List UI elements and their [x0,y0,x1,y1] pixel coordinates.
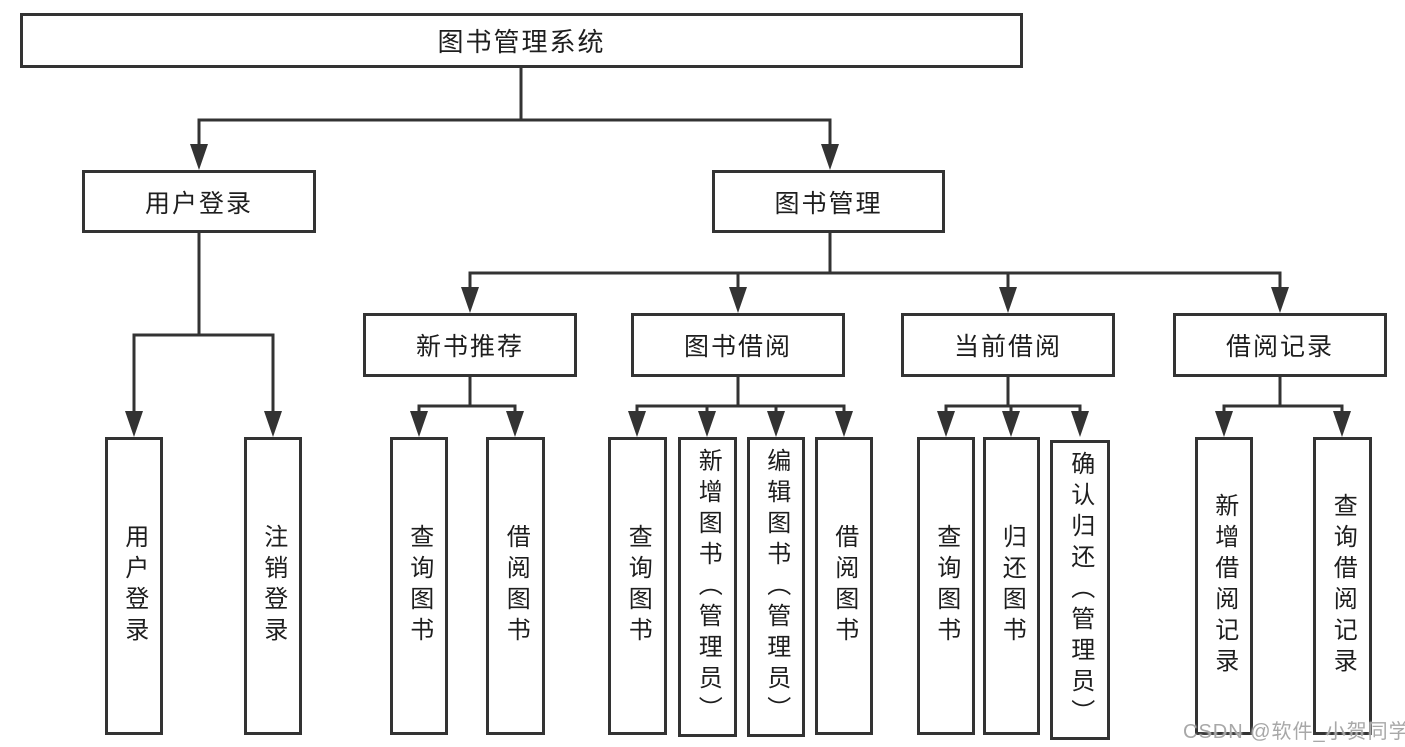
node-label: 查询图书 [624,524,652,648]
node-borrow-records: 借阅记录 [1173,313,1387,377]
node-label: 注销登录 [259,524,287,648]
leaf-confirm-return-admin: 确认归还（管理员） [1050,440,1110,740]
node-label: 新增借阅记录 [1210,493,1238,679]
node-new-book-recommend: 新书推荐 [363,313,577,377]
node-label: 借阅图书 [830,524,858,648]
node-label: 编辑图书（管理员） [762,447,790,727]
node-label: 当前借阅 [953,333,1062,361]
leaf-logout: 注销登录 [244,437,302,735]
leaf-query-books-borrowing: 查询图书 [608,437,667,735]
node-label: 确认归还（管理员） [1066,450,1094,730]
leaf-edit-book-admin: 编辑图书（管理员） [747,437,805,737]
node-label: 借阅记录 [1225,333,1334,361]
node-label: 查询借阅记录 [1329,493,1357,679]
node-label: 用户登录 [120,524,148,648]
node-book-management: 图书管理 [712,170,945,233]
node-label: 图书管理 [774,189,883,218]
node-book-borrowing: 图书借阅 [631,313,845,377]
leaf-query-borrow-record: 查询借阅记录 [1313,437,1372,735]
leaf-query-books-recommend: 查询图书 [390,437,448,735]
leaf-add-book-admin: 新增图书（管理员） [678,437,737,737]
leaf-query-books-current: 查询图书 [917,437,975,735]
leaf-borrow-books-borrowing: 借阅图书 [815,437,873,735]
leaf-add-borrow-record: 新增借阅记录 [1195,437,1253,735]
leaf-return-book: 归还图书 [983,437,1040,735]
node-label: 新增图书（管理员） [694,447,722,727]
leaf-borrow-books-recommend: 借阅图书 [486,437,545,735]
node-label: 查询图书 [405,524,433,648]
node-current-borrowing: 当前借阅 [901,313,1115,377]
node-label: 图书借阅 [683,333,792,361]
node-user-login: 用户登录 [82,170,316,233]
node-label: 借阅图书 [502,524,530,648]
node-label: 新书推荐 [415,333,524,361]
node-label: 归还图书 [998,524,1026,648]
node-label: 图书管理系统 [437,27,606,57]
node-library-system: 图书管理系统 [20,13,1023,68]
node-label: 查询图书 [932,524,960,648]
leaf-user-login: 用户登录 [105,437,163,735]
csdn-watermark: CSDN @软件_小贺同学 [1183,721,1405,743]
node-label: 用户登录 [144,189,253,218]
